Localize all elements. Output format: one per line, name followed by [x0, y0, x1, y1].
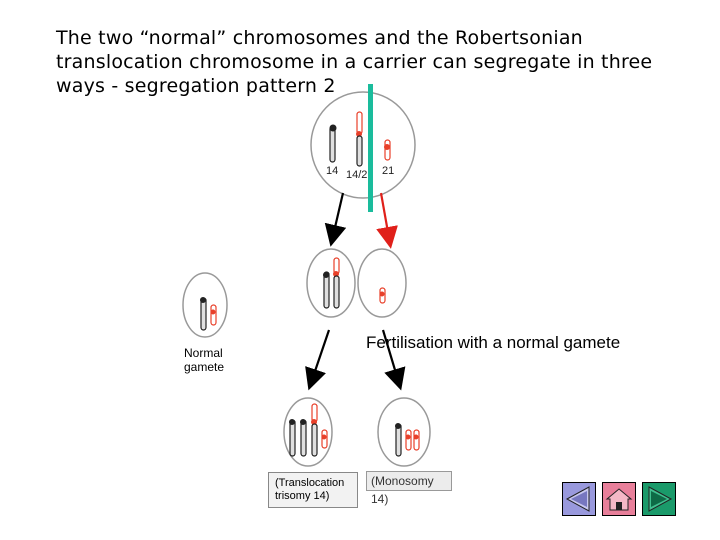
normal-gamete-label-line-2: gamete [184, 360, 225, 374]
chromosome-14-21 [356, 111, 363, 167]
label-14: 14 [326, 165, 338, 177]
arrow-to-gamete-right [376, 192, 398, 249]
home-button[interactable] [602, 482, 636, 516]
arrow-to-monosomy [381, 329, 406, 391]
chromosome-14 [329, 124, 337, 163]
back-button[interactable] [562, 482, 596, 516]
fertilisation-label: Fertilisation with a normal gamete [366, 333, 621, 352]
back-icon [565, 486, 590, 512]
zygote-monosomy [377, 397, 431, 467]
title-line-1: The two “normal” chromosomes and the Rob… [56, 27, 583, 49]
slide-title: The two “normal” chromosomes and the Rob… [56, 26, 676, 98]
forward-button[interactable] [642, 482, 676, 516]
zygote-trisomy [283, 397, 333, 467]
home-icon [605, 488, 633, 511]
arrow-to-gamete-left [324, 192, 347, 247]
arrow-to-trisomy [305, 329, 331, 391]
label-14-21: 14/21 [346, 169, 374, 181]
monosomy-label: (Monosomy 14) [366, 471, 452, 506]
translocation-trisomy-line-1: (Translocation [275, 477, 345, 489]
gamete-left [306, 248, 356, 318]
label-21: 21 [382, 165, 394, 177]
normal-gamete-label: Normal gamete [184, 346, 224, 374]
translocation-trisomy-line-2: trisomy 14) [275, 490, 330, 502]
parent-cell: 14 14/21 21 [310, 91, 416, 199]
normal-gamete-cell [182, 272, 228, 338]
forward-icon [648, 486, 673, 512]
gamete-right [357, 248, 407, 318]
title-line-3: ways - segregation pattern 2 [56, 75, 336, 97]
chromosome-21 [384, 139, 391, 161]
translocation-trisomy-label: (Translocation trisomy 14) [268, 472, 358, 508]
title-line-2: translocation chromosome in a carrier ca… [56, 51, 653, 73]
normal-gamete-label-line-1: Normal [184, 346, 223, 360]
segregation-divider [368, 84, 373, 212]
